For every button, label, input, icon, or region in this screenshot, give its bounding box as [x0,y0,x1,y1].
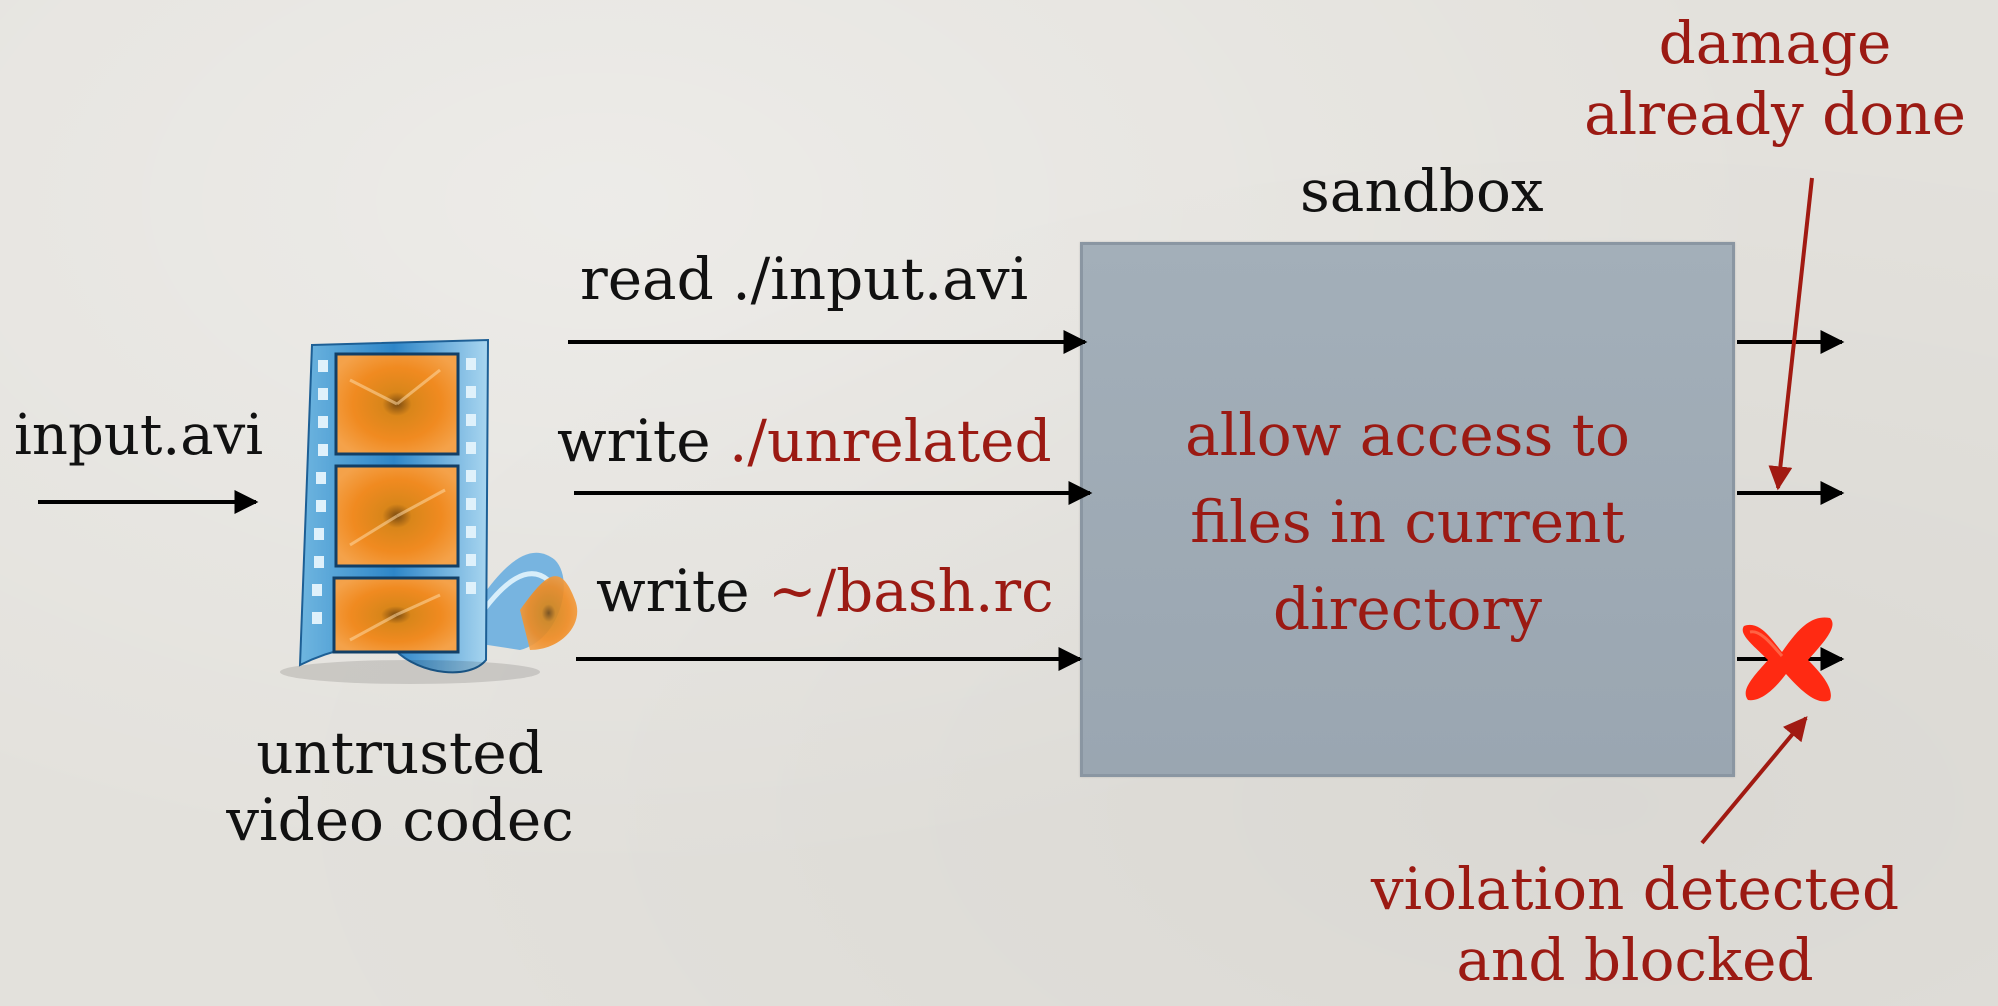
sandbox-policy-line2: files in current [1190,488,1625,556]
codec-label: untrusted video codec [190,720,610,853]
write-bashrc-path: ~/bash.rc [768,557,1054,625]
violation-annotation-line1: violation detected [1370,855,1900,923]
write-bashrc-verb: write [596,557,768,625]
sandbox-policy-line3: directory [1273,575,1542,643]
write-unrelated-verb: write [557,407,729,475]
write-bashrc-label: write ~/bash.rc [596,558,1054,625]
input-file-label: input.avi [14,403,264,468]
sandbox-box [1080,242,1735,777]
sandbox-policy-line1: allow access to [1185,401,1630,469]
violation-annotation-line2: and blocked [1456,925,1814,994]
violation-annotation-arrow [1700,716,1808,845]
read-request-path: ./input.avi [732,245,1029,313]
codec-label-line1: untrusted [256,719,544,787]
damage-annotation-line1: damage [1658,9,1892,77]
film-strip-icon [280,338,578,684]
read-request-verb: read [580,245,733,313]
read-request-label: read ./input.avi [580,246,1028,313]
sandbox-title: sandbox [1300,157,1544,225]
damage-annotation-arrow [1768,177,1814,491]
damage-annotation: damage already done [1560,8,1990,150]
red-x-icon [1742,617,1833,702]
codec-label-line2: video codec [226,785,574,854]
write-unrelated-label: write ./unrelated [557,408,1052,475]
damage-annotation-line2: already done [1584,79,1966,148]
violation-annotation: violation detected and blocked [1340,854,1930,996]
sandbox-policy-text: allow access to files in current directo… [1080,392,1735,653]
write-unrelated-path: ./unrelated [729,407,1052,475]
